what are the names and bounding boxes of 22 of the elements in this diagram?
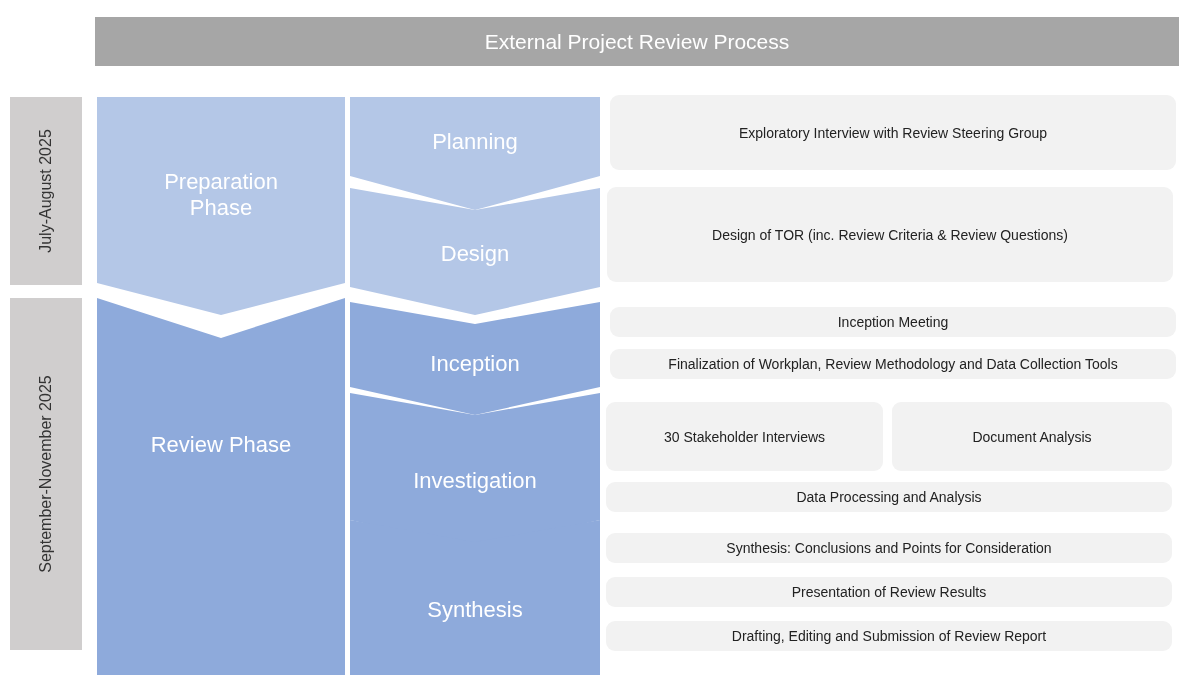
activity-box: Document Analysis [892, 402, 1172, 471]
activity-box: Finalization of Workplan, Review Methodology and Data Collection Tools [610, 349, 1176, 379]
phase-label: Planning [431, 128, 519, 155]
activity-box: Inception Meeting [610, 307, 1176, 337]
title-bar: External Project Review Process [95, 17, 1179, 66]
activity-box: 30 Stakeholder Interviews [606, 402, 883, 471]
date-label: July-August 2025 [37, 129, 55, 253]
activity-box: Synthesis: Conclusions and Points for Consideration [606, 533, 1172, 563]
phase-label: Preparation Phase [163, 168, 279, 221]
activity-box: Presentation of Review Results [606, 577, 1172, 607]
activity-box: Drafting, Editing and Submission of Review Report [606, 621, 1172, 651]
date-band [10, 298, 82, 650]
date-band [10, 97, 82, 285]
activity-box: Design of TOR (inc. Review Criteria & Review Questions) [607, 187, 1173, 282]
phase-label: Design [439, 240, 511, 267]
phase-label: Investigation [412, 467, 538, 494]
date-label: September-November 2025 [37, 375, 55, 573]
phase-label: Review Phase [149, 431, 293, 458]
phase-label: Synthesis [426, 596, 524, 623]
activity-box: Exploratory Interview with Review Steering Group [610, 95, 1176, 170]
phase-label: Inception [429, 350, 521, 377]
activity-box: Data Processing and Analysis [606, 482, 1172, 512]
